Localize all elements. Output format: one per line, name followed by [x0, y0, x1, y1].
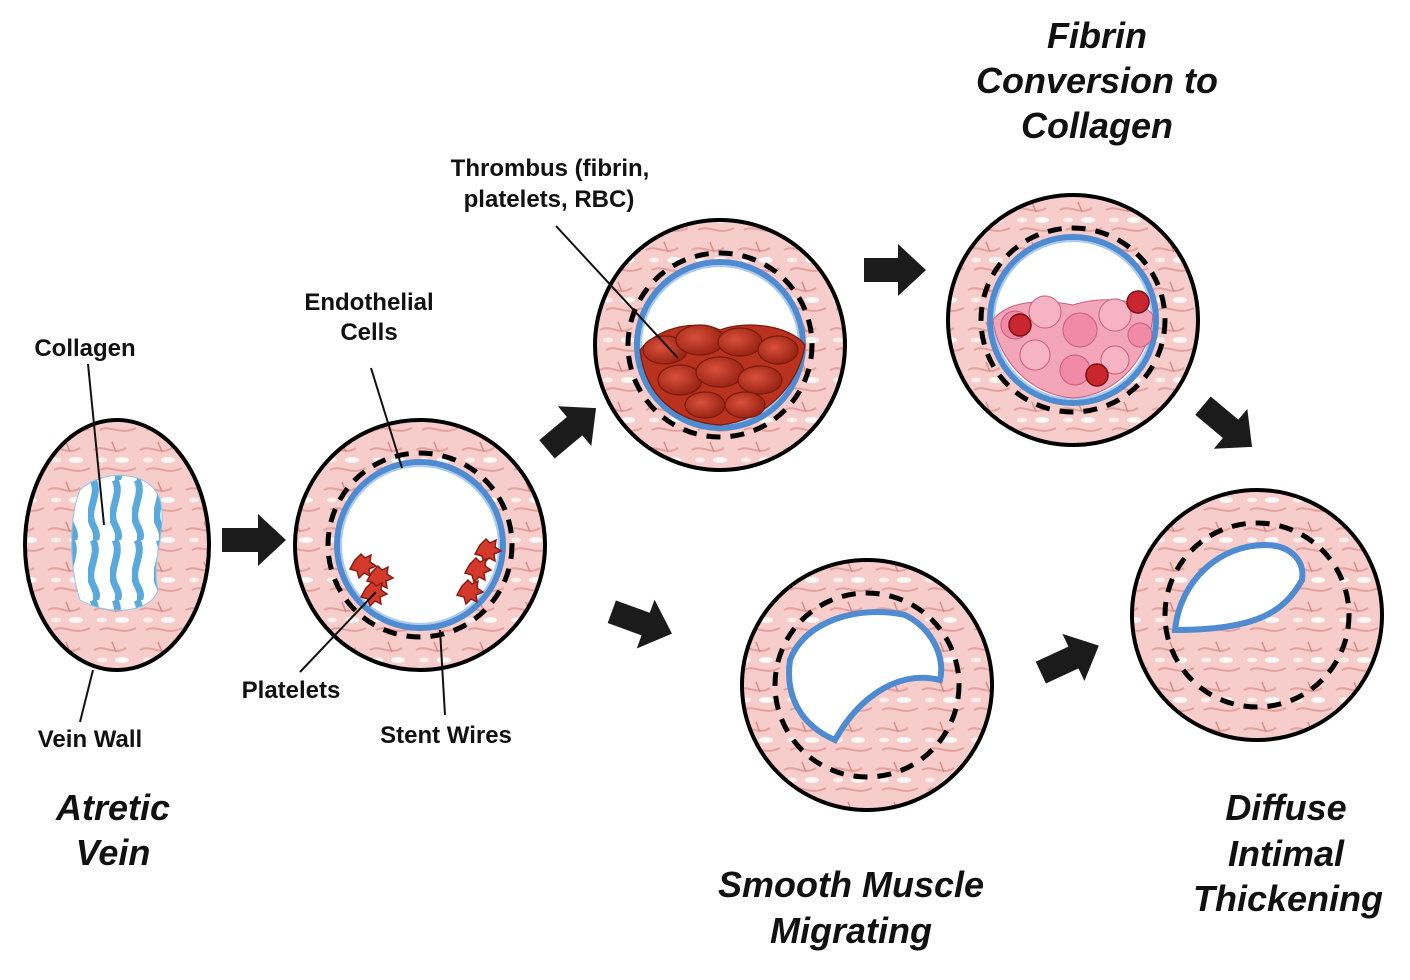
stage-fibrin-line3: Collagen: [1021, 105, 1173, 146]
fibrin-conversion-vessel: [946, 193, 1200, 447]
collagen-patch: [71, 474, 163, 611]
platelets-label: Platelets: [242, 677, 341, 704]
stage-fibrin-line1: Fibrin: [1047, 15, 1147, 56]
smooth-muscle-lumen: [786, 609, 945, 744]
smooth-muscle-vessel: [740, 558, 994, 812]
platelets-pointer: [299, 591, 377, 673]
collagen-pointer: [87, 363, 105, 526]
stage-atretic-line2: Vein: [76, 832, 151, 873]
stage-fibrin-line2: Conversion to: [976, 60, 1218, 101]
thrombus-label-line2: platelets, RBC): [464, 186, 635, 213]
atretic-vein-vessel: [23, 418, 211, 672]
stent-wires-pointer: [439, 629, 446, 716]
stent-wire-ring: [325, 450, 515, 640]
thrombus-label-line1: Thrombus (fibrin,: [451, 155, 650, 182]
arrow-6: [1035, 633, 1099, 684]
stent-wires-label: Stent Wires: [380, 722, 512, 749]
thrombus-vessel: [593, 218, 847, 472]
stage-diffuse-line2: Intimal: [1228, 833, 1345, 874]
vein-wall-label: Vein Wall: [38, 726, 142, 753]
endothelial-pointer: [370, 367, 403, 469]
thrombus-mass: [639, 324, 806, 426]
arrow-5: [607, 599, 672, 649]
vein-wall-pointer: [79, 669, 94, 723]
arrow-4: [1195, 396, 1253, 449]
stage-smooth-muscle-line2: Migrating: [770, 910, 932, 951]
endothelial-label-line1: Endothelial: [304, 289, 433, 316]
red-blood-cells: [1008, 290, 1150, 387]
stage-diffuse-line3: Thickening: [1193, 878, 1383, 919]
thrombus-pointer: [555, 225, 679, 359]
collagen-label: Collagen: [34, 335, 135, 362]
diffuse-thickening-vessel: [1130, 488, 1384, 742]
stage-smooth-muscle-line1: Smooth Muscle: [718, 864, 984, 905]
stage-atretic-line1: Atretic: [55, 787, 170, 828]
diffuse-lumen: [1171, 541, 1306, 634]
stage-diffuse-line1: Diffuse: [1225, 787, 1346, 828]
arrow-1: [222, 514, 286, 566]
endothelial-label-line2: Cells: [340, 319, 397, 346]
fibrin-mass: [992, 295, 1154, 399]
arrow-3: [864, 244, 926, 296]
arrow-2: [539, 406, 597, 459]
stented-vein-vessel: [293, 418, 547, 672]
